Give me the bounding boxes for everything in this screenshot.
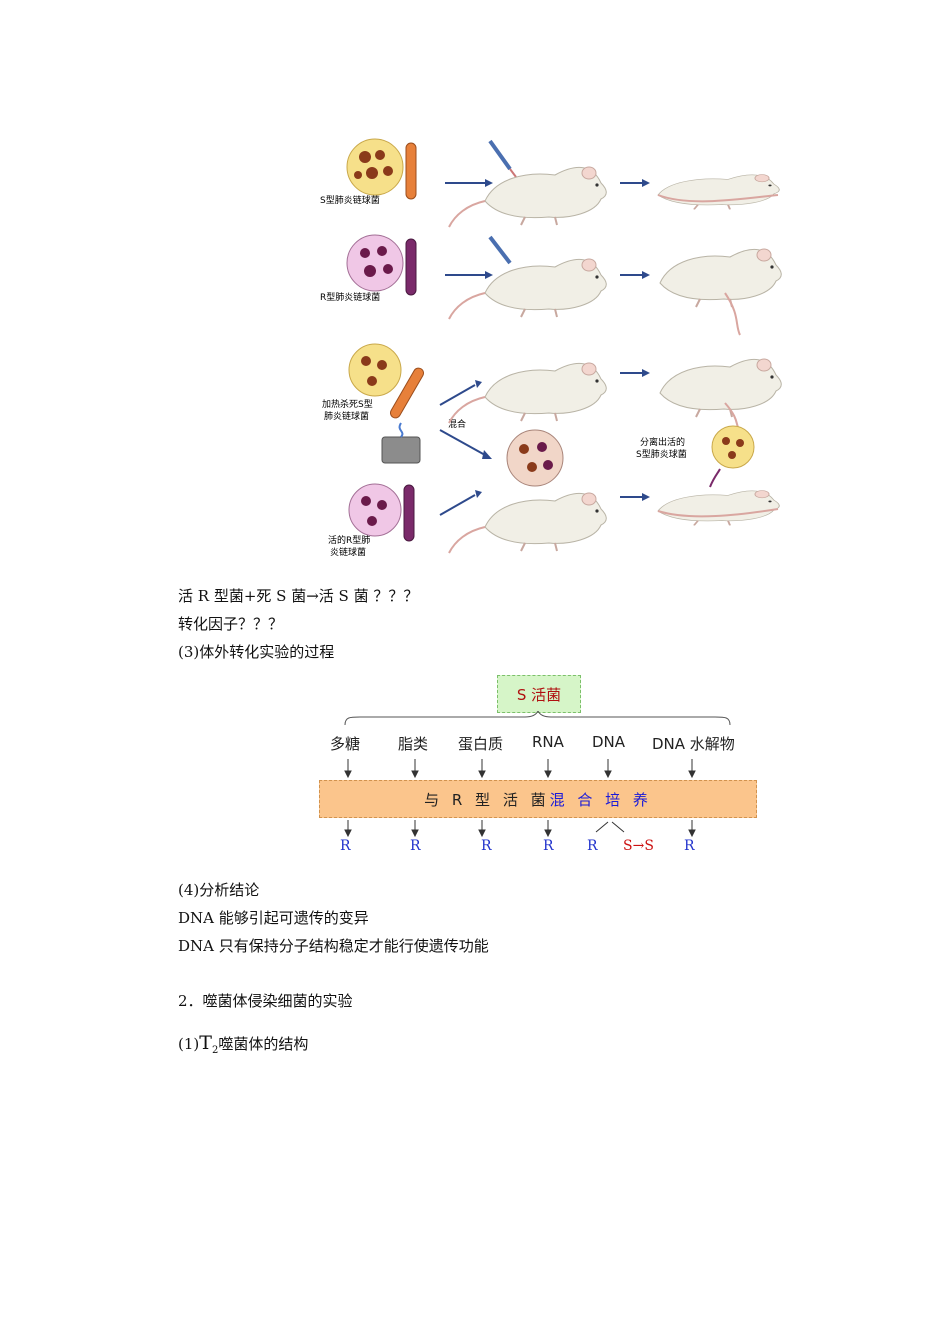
text-line-conclusion-1: DNA 能够引起可遗传的变异 [178,909,369,927]
t2-subscript: 2 [211,1045,219,1056]
down-arrows-top [344,759,696,779]
mouse-icon [448,258,608,320]
result-dna-s: S→S [623,838,654,854]
burner-icon [381,422,421,464]
t2-prefix: (1) [178,1035,200,1053]
label-heat-killed-2: 肺炎链球菌 [324,410,369,422]
text-line-conclusion-2: DNA 只有保持分子结构稳定才能行使遗传功能 [178,937,489,955]
label-isolate-1: 分离出活的 [640,436,685,448]
experiment-illustration: S型肺炎链球菌 R型肺炎链球菌 [320,138,783,558]
text-line-transforming-factor: 转化因子？？？ [178,615,284,633]
label-s-bacteria: S型肺炎链球菌 [320,194,380,206]
mouse-icon [448,492,608,554]
t2-suffix: 噬菌体的结构 [218,1035,309,1053]
text-line-section-3: (3)体外转化实验的过程 [178,643,335,661]
component-protein: 蛋白质 [458,735,504,753]
heat-killed-dish [348,343,424,419]
r-bacteria-dish [346,234,417,296]
text-line-section-4: (4)分析结论 [178,881,260,899]
dead-mouse-icon [657,173,781,211]
result-dna-hydrolysate: R [684,838,695,854]
live-mouse-icon [659,358,783,418]
component-dna: DNA [592,733,626,751]
result-dna-r: R [587,838,598,854]
result-lipid: R [410,838,421,854]
text-line-t2-structure: (1)T2噬菌体的结构 [178,1033,308,1057]
component-lipid: 脂类 [398,735,429,753]
label-heat-killed-1: 加热杀死S型 [322,398,373,410]
s-live-bacteria-label: S 活菌 [516,685,562,704]
result-rna: R [543,838,554,854]
down-arrows-bottom [344,820,696,838]
live-r-dish [348,483,415,542]
text-line-hypothesis: 活 R 型菌+死 S 菌→活 S 菌 ？？？ [178,587,419,605]
mixed-dish [506,429,564,487]
mouse-icon [448,166,608,228]
component-rna: RNA [532,733,564,751]
mix-with-r-label: 与 R 型 活 菌 [424,790,550,809]
result-polysaccharide: R [340,838,351,854]
label-live-r-1: 活的R型肺 [328,534,370,546]
t2-letter: T [199,1032,212,1054]
mix-culture-bar: 与 R 型 活 菌 混 合 培 养 [319,780,757,818]
s-bacteria-dish [346,138,417,200]
live-mouse-icon [659,248,783,308]
component-dna-hydrolysate: DNA 水解物 [652,735,735,753]
result-protein: R [481,838,492,854]
label-r-bacteria: R型肺炎链球菌 [320,291,380,303]
label-mix: 混合 [448,418,466,430]
s-live-bacteria-box: S 活菌 [497,675,581,713]
component-polysaccharide: 多糖 [330,735,361,753]
label-live-r-2: 炎链球菌 [330,546,366,558]
label-isolate-2: S型肺炎球菌 [636,448,687,460]
griffith-experiment-figure: S型肺炎链球菌 R型肺炎链球菌 [310,125,790,570]
mix-culture-label: 混 合 培 养 [549,790,652,809]
text-line-phage-experiment: 2．噬菌体侵染细菌的实验 [178,992,353,1010]
syringe-icon [488,139,517,178]
isolated-s-dish [711,425,755,469]
dead-mouse-icon [657,489,781,527]
component-brace [344,711,731,726]
mouse-icon [448,362,608,424]
